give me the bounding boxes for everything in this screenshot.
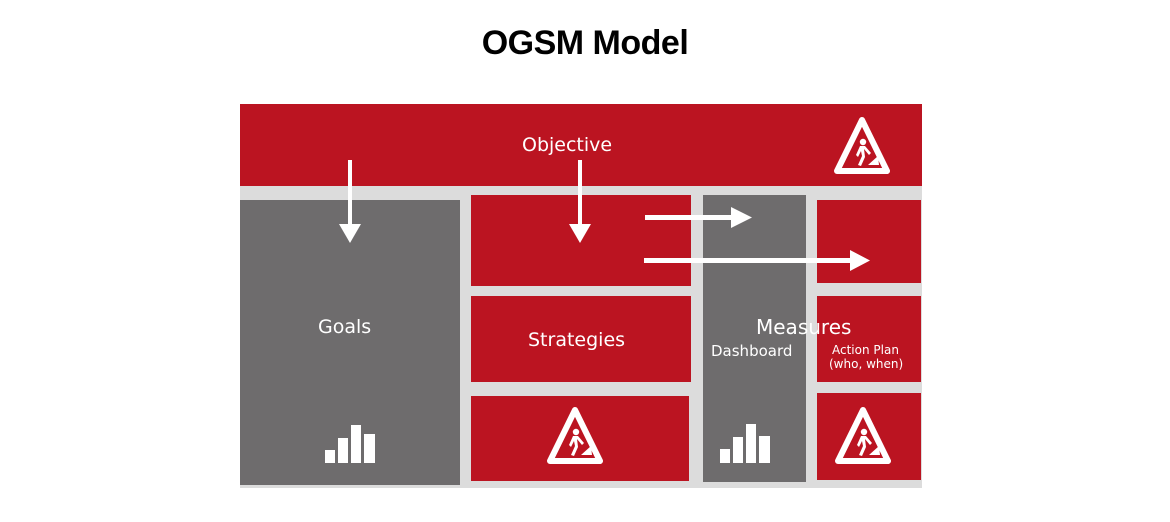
bar-chart-icon	[719, 412, 771, 463]
action-plan-top-block	[817, 200, 921, 283]
action-plan-bottom-block	[817, 393, 921, 480]
diagram-title: OGSM Model	[481, 24, 689, 62]
objective-label: Objective	[522, 134, 613, 156]
roadwork-sign-icon	[834, 405, 892, 467]
strategies-block	[471, 296, 691, 382]
arrow-objective-to-strategies	[568, 160, 592, 244]
action-plan-sublabel: (who, when)	[829, 357, 904, 371]
arrow-strategies-to-dashboard	[645, 206, 753, 230]
goals-block	[240, 200, 460, 485]
dashboard-label: Dashboard	[711, 342, 793, 360]
arrow-strategies-to-action-plan	[644, 249, 872, 273]
goals-label: Goals	[318, 316, 372, 338]
measures-label: Measures	[756, 315, 852, 339]
bar-chart-icon	[324, 424, 376, 464]
roadwork-sign-icon	[833, 115, 891, 177]
strategies-label: Strategies	[528, 329, 626, 351]
action-plan-block	[817, 296, 921, 382]
action-plan-label: Action Plan	[832, 343, 899, 357]
arrow-objective-to-goals	[338, 160, 362, 244]
roadwork-sign-icon	[546, 405, 604, 467]
